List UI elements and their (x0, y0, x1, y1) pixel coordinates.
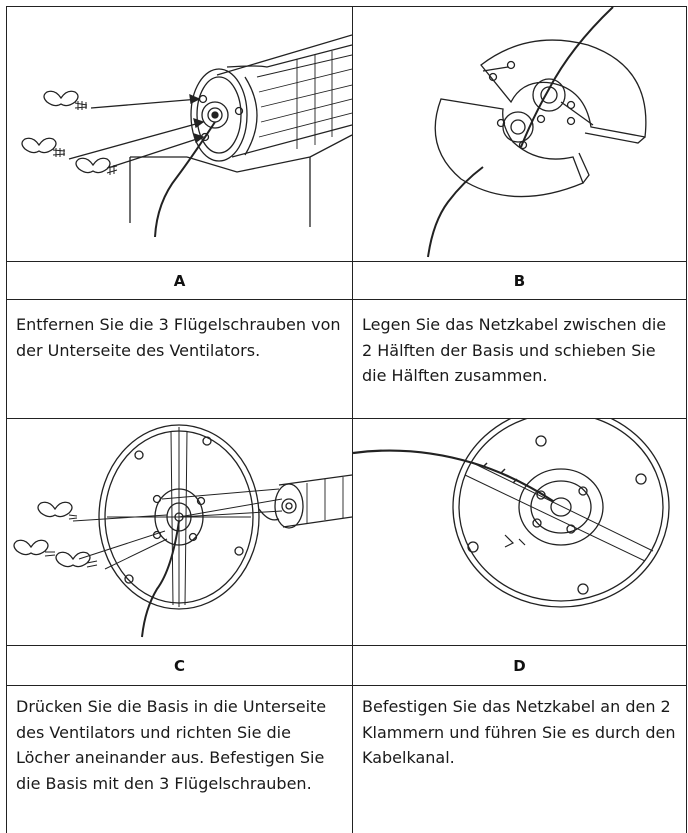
panel-label-d: D (513, 656, 526, 675)
panel-caption-c: Drücken Sie die Basis in die Unterseite … (16, 697, 327, 793)
illustration-a (7, 7, 352, 261)
panel-label-c: C (173, 656, 185, 675)
table-divider-center (352, 6, 353, 833)
panel-caption-b: Legen Sie das Netzkabel zwischen die 2 H… (362, 315, 667, 385)
illustration-c (7, 419, 352, 645)
row-divider-2 (6, 299, 687, 300)
row-divider-4 (6, 645, 687, 646)
row-divider-3 (6, 418, 687, 419)
table-border-left (6, 6, 7, 833)
row-divider-1 (6, 261, 687, 262)
panel-label-b: B (513, 271, 526, 290)
panel-caption-a: Entfernen Sie die 3 Flügelschrauben von … (16, 315, 341, 360)
illustration-d (353, 419, 686, 645)
panel-label-a: A (173, 271, 186, 290)
table-border-right (686, 6, 687, 833)
table-border-top (6, 6, 687, 7)
row-divider-5 (6, 685, 687, 686)
illustration-b (353, 7, 686, 261)
panel-caption-d: Befestigen Sie das Netzkabel an den 2 Kl… (362, 697, 676, 767)
